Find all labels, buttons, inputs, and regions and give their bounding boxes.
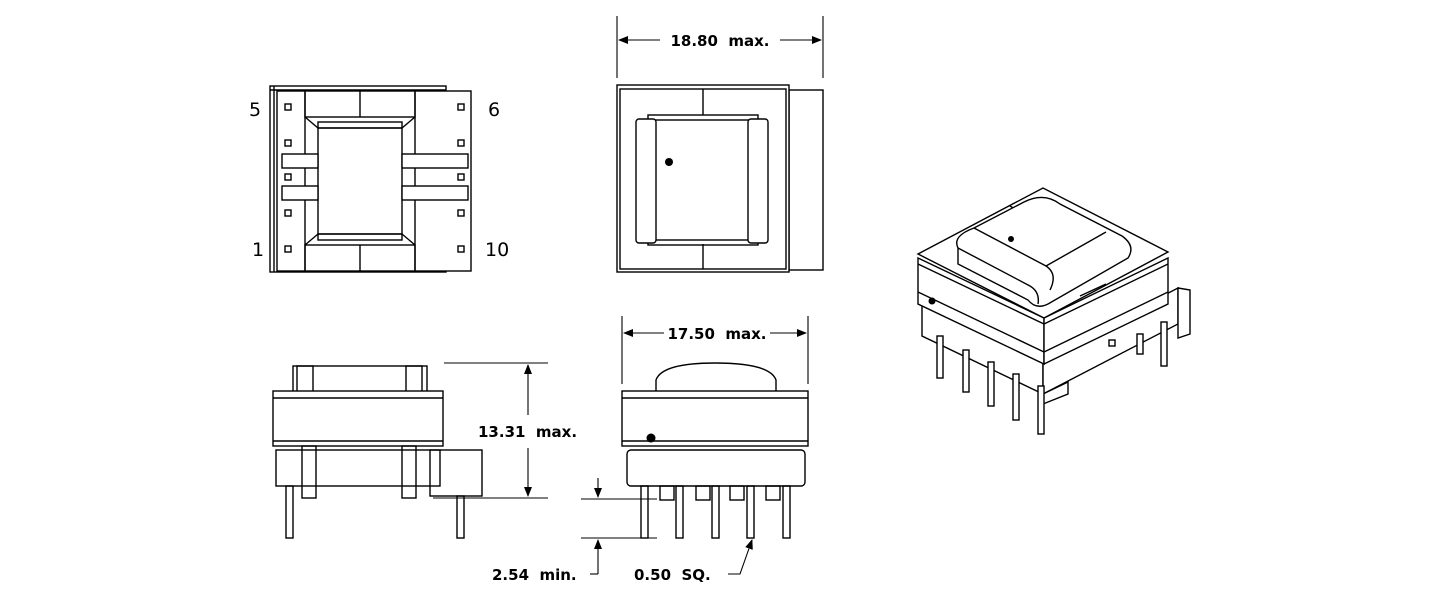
- pin-label-6: 6: [488, 99, 500, 121]
- core-view: 18.80 max.: [616, 16, 824, 273]
- orientation-dot-front: [646, 433, 656, 443]
- dim-width-top: 18.80 max.: [670, 32, 769, 50]
- side-view: 13.31 max.: [272, 362, 577, 539]
- dim-pin-length: 2.54 min.: [492, 566, 577, 584]
- pin-label-1: 1: [252, 239, 264, 261]
- front-view: 17.50 max. 2.54 min. 0.50 SQ.: [492, 316, 809, 584]
- pins-front: [640, 485, 791, 539]
- orientation-dot: [665, 158, 673, 166]
- pins-iso: [936, 321, 1168, 435]
- isometric-view: [916, 187, 1191, 435]
- orientation-dot-iso: [928, 297, 936, 305]
- pin-pads: [284, 103, 465, 253]
- pin-label-5: 5: [249, 99, 261, 121]
- top-view: 5 6 1 10: [249, 85, 509, 273]
- pin-label-10: 10: [485, 239, 509, 261]
- dim-pin-size: 0.50 SQ.: [634, 566, 711, 584]
- dim-height: 13.31 max.: [478, 423, 577, 441]
- dim-width-front: 17.50 max.: [667, 325, 766, 343]
